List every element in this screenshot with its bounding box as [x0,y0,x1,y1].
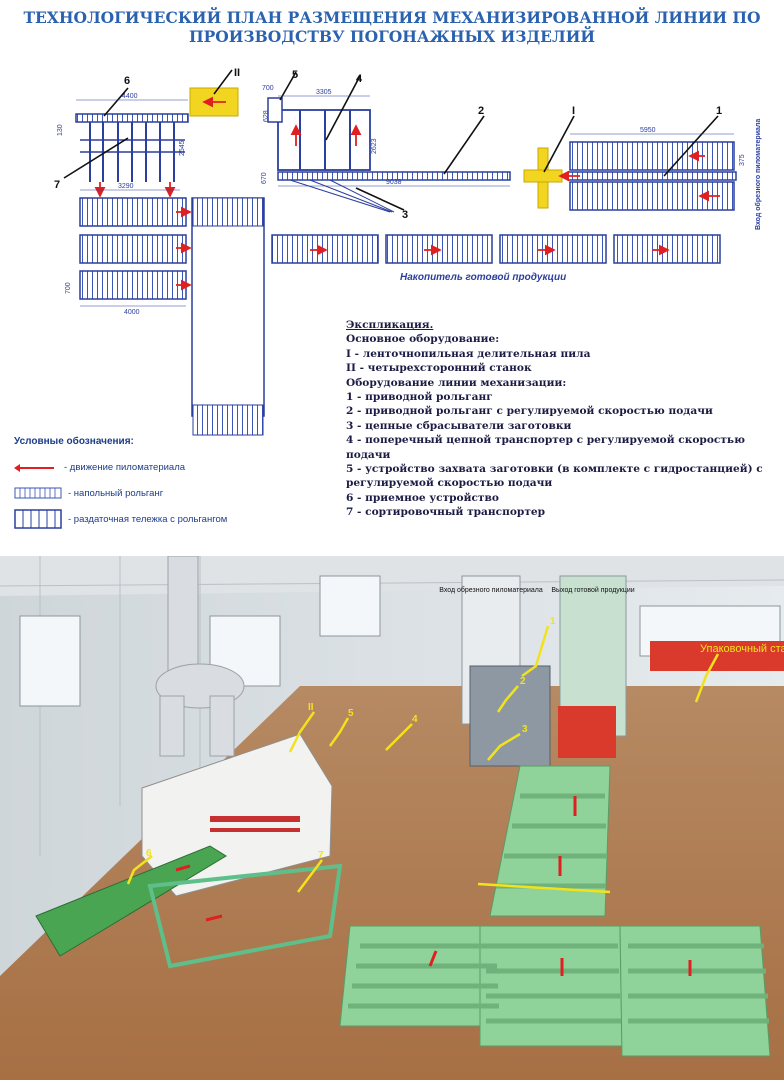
legend-row-rollgang: - напольный рольганг [14,487,163,499]
label-2: 2 [478,105,484,117]
mech-item: 2 - приводной рольганг с регулируемой ск… [346,405,713,418]
legend-label-cart: - раздаточная тележка с рольгангом [68,513,228,525]
marker-5: 5 [348,708,354,719]
legend-label-movement: - движение пиломатериала [64,462,186,473]
mech-equipment-heading: Оборудование линии механизации: [346,376,567,389]
marker-6: 6 [146,848,152,859]
label-1: 1 [716,105,722,117]
label-3: 3 [402,209,408,221]
mech-item: 7 - сортировочный транспортер [346,506,546,519]
distribution-cart-icon [14,509,62,529]
gripper-5 [267,97,283,123]
label-4: 4 [356,73,363,85]
dim-3290: 3290 [118,183,134,190]
marker-4: 4 [412,714,418,725]
label-I: I [572,105,575,117]
legend-row-cart: - раздаточная тележка с рольгангом [14,509,227,529]
conveyor-green [339,765,771,1057]
mech-item: 1 - приводной рольганг [346,391,493,404]
distribution-cart [191,197,265,417]
title-line-1: ТЕХНОЛОГИЧЕСКИЙ ПЛАН РАЗМЕЩЕНИЯ МЕХАНИЗИ… [23,8,761,27]
dim-4000: 4000 [124,309,140,316]
marker-3: 3 [522,724,528,735]
mech-item: 3 - цепные сбрасыватели заготовки [346,419,572,432]
marker-2: 2 [520,676,526,687]
dim-2623: 2623 [371,138,378,154]
dim-5950: 5950 [640,127,656,134]
workshop-illustration: Вход обрезного пиломатериала Выход готов… [0,556,784,1080]
marker-1: 1 [550,616,556,627]
main-equipment-heading: Основное оборудование: [346,333,500,346]
mech-item: 6 - приемное устройство [346,491,499,504]
marker-7: 7 [318,850,324,861]
layout-plan: 4400 700 3305 5950 3290 9038 4000 130 25… [54,67,762,436]
red-arrow-icon [14,463,54,472]
dim-9038: 9038 [386,179,402,186]
main-item: I - ленточнопильная делительная пила [346,347,591,360]
dim-4400: 4400 [122,93,138,100]
dim-130: 130 [57,124,64,136]
page-title: ТЕХНОЛОГИЧЕСКИЙ ПЛАН РАЗМЕЩЕНИЯ МЕХАНИЗИ… [0,8,784,46]
dim-3305: 3305 [316,89,332,96]
label-7: 7 [54,179,60,191]
sign-exit: Выход готовой продукции [551,586,634,594]
workshop-photo: Вход обрезного пиломатериала Выход готов… [0,556,784,1080]
sign-entry: Вход обрезного пиломатериала [439,586,543,594]
dim-2545: 2545 [179,140,186,156]
driven-rollgang-1 [567,171,737,181]
mech-item: 4 - поперечный цепной транспортер с регу… [346,434,745,461]
dim-670: 670 [261,172,268,184]
side-caption: Вход обрезного пиломатериала [754,119,762,230]
dim-700b: 700 [65,282,72,294]
dust-collector [155,556,245,757]
sorting-conveyor [147,863,343,969]
legend-title: Условные обозначения: [14,436,134,447]
floor-rollgang-icon [14,487,62,499]
label-II: II [234,67,240,79]
packing-label: Упаковочный станок [700,643,784,655]
explication-heading: Экспликация. [346,319,434,331]
legend-label-rollgang: - напольный рольганг [68,487,164,499]
dim-700: 700 [262,85,274,92]
label-5: 5 [292,69,298,81]
title-line-2: ПРОИЗВОДСТВУ ПОГОНАЖНЫХ ИЗДЕЛИЙ [188,27,595,46]
receiving-device-6 [75,113,189,123]
explication: Экспликация. Основное оборудование: I - … [346,318,766,520]
receiving-device [35,845,227,957]
storage-caption: Накопитель готовой продукции [400,272,566,283]
sorting-conveyor-7 [80,122,185,182]
legend-row-arrow: - движение пиломатериала [14,462,185,473]
label-6: 6 [124,75,130,87]
dim-375: 375 [739,154,746,166]
yellow-double-arrow [477,882,611,894]
driven-rollgang-2 [277,171,511,181]
marker-II: II [308,702,314,713]
dim-628: 628 [263,110,270,122]
band-saw [469,665,551,767]
mech-item: 5 - устройство захвата заготовки (в комп… [346,463,763,490]
main-item: II - четырехсторонний станок [346,362,532,375]
